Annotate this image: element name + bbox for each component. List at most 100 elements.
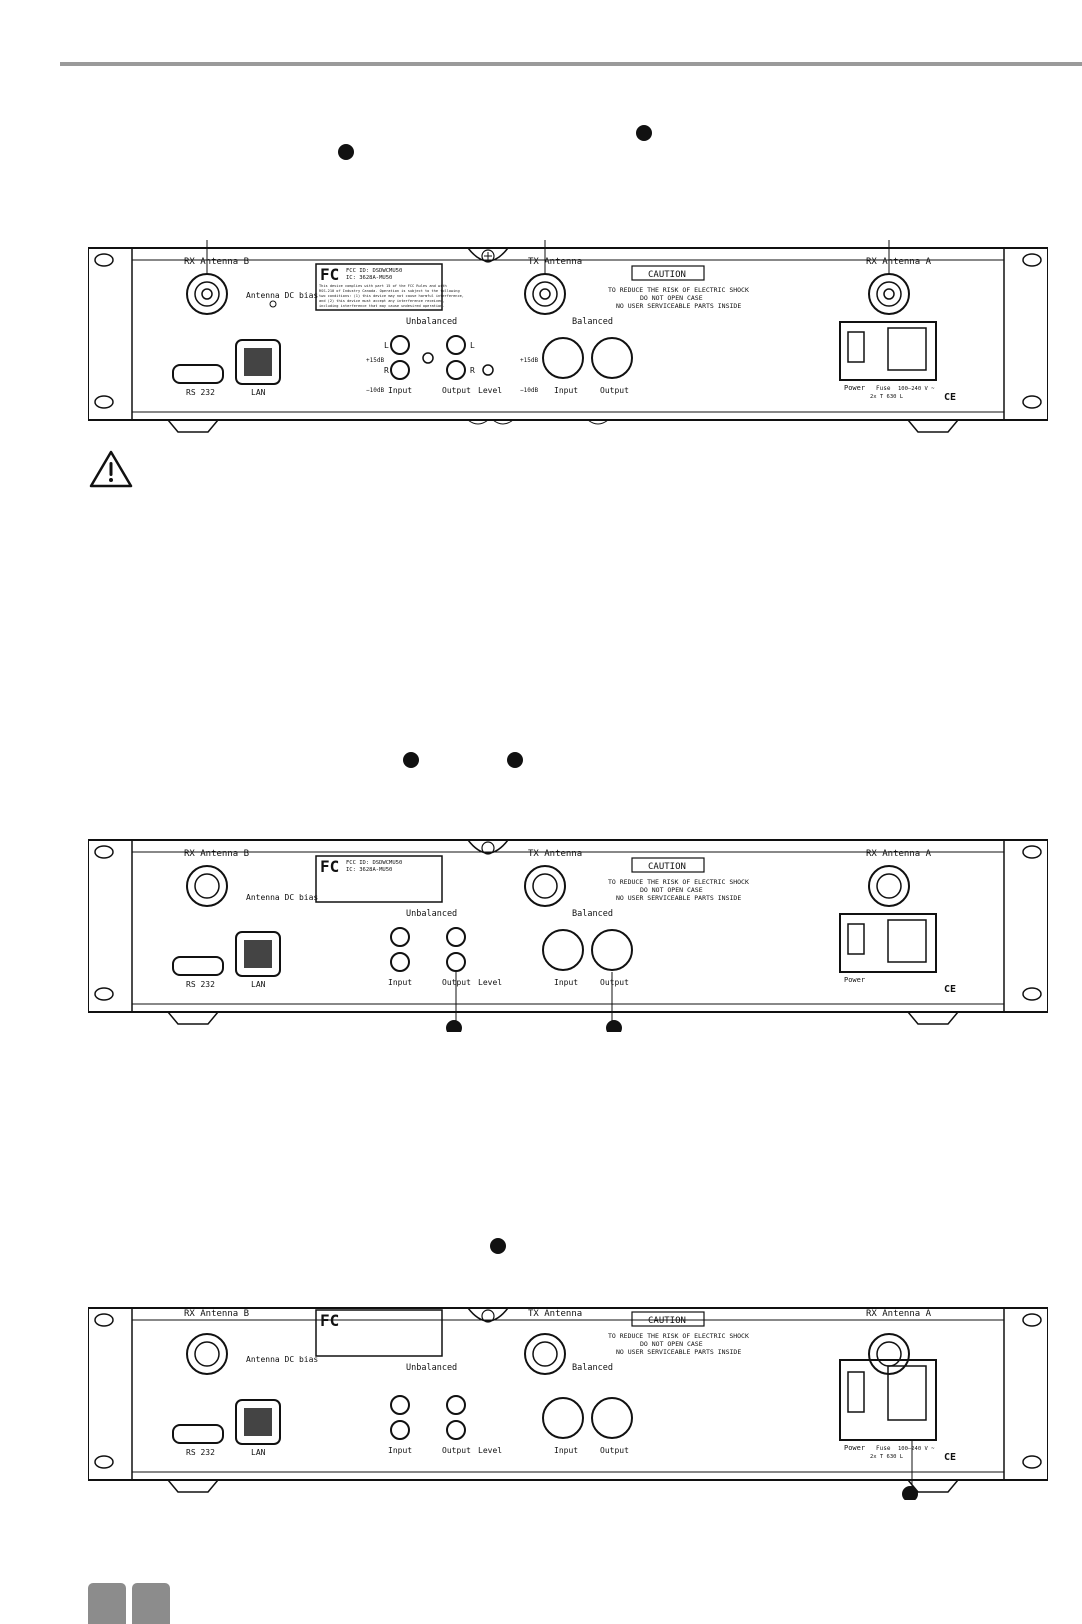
- warning-icon: [89, 450, 133, 488]
- balanced-output-label: Output: [600, 386, 629, 395]
- fcc-text-2: RSS-210 of Industry Canada. Operation is…: [319, 289, 460, 293]
- level-label: Level: [478, 1446, 502, 1455]
- rear-panel-power: RX Antenna B TX Antenna RX Antenna A Ant…: [88, 1300, 1048, 1500]
- unbalanced-output-label: Output: [442, 978, 471, 987]
- rear-panel-antennas: RX Antenna B TX Antenna RX Antenna A Ant…: [88, 240, 1048, 440]
- level-label: Level: [478, 978, 502, 987]
- fcc-logo: FC: [320, 265, 339, 284]
- ce-mark: CE: [944, 984, 956, 995]
- fcc-text-5: including interference that may cause un…: [319, 304, 445, 308]
- rear-panel-outputs: RX Antenna B TX Antenna RX Antenna A Ant…: [88, 832, 1048, 1032]
- caution-line-1: TO REDUCE THE RISK OF ELECTRIC SHOCK: [608, 878, 749, 886]
- balanced-output-label: Output: [600, 978, 629, 987]
- fcc-id: FCC ID: DSDWCMU50: [346, 860, 402, 866]
- tx-antenna-label: TX Antenna: [528, 1309, 582, 1319]
- balanced-label: Balanced: [572, 1363, 613, 1373]
- unbalanced-label: Unbalanced: [406, 1363, 457, 1373]
- balanced-plus15-label: +15dB: [520, 357, 538, 364]
- unbalanced-label: Unbalanced: [406, 909, 457, 919]
- callout-dot: [490, 1238, 506, 1254]
- power-label: Power: [844, 1444, 865, 1452]
- power-label: Power: [844, 384, 865, 392]
- power-label: Power: [844, 976, 865, 984]
- callout-dot: [507, 752, 523, 768]
- page-tab-right: [132, 1583, 170, 1624]
- rx-antenna-a-label: RX Antenna A: [866, 257, 932, 267]
- antenna-dc-bias-label: Antenna DC bias: [246, 291, 318, 300]
- balanced-input-label: Input: [554, 978, 578, 987]
- voltage-label: 100–240 V ~: [898, 386, 935, 392]
- tx-antenna-label: TX Antenna: [528, 257, 582, 267]
- balanced-input-label: Input: [554, 1446, 578, 1455]
- unbalanced-label: Unbalanced: [406, 317, 457, 327]
- unbalanced-input-label: Input: [388, 386, 412, 395]
- level-label: Level: [478, 386, 502, 395]
- caution-line-3: NO USER SERVICEABLE PARTS INSIDE: [616, 1348, 741, 1356]
- ic-id: IC: 3628A-MU50: [346, 275, 392, 281]
- rx-antenna-a-label: RX Antenna A: [866, 849, 932, 859]
- fcc-id: FCC ID: DSDWCMU50: [346, 268, 402, 274]
- rx-antenna-b-label: RX Antenna B: [184, 257, 249, 267]
- caution-line-1: TO REDUCE THE RISK OF ELECTRIC SHOCK: [608, 286, 749, 294]
- caution-line-3: NO USER SERVICEABLE PARTS INSIDE: [616, 302, 741, 310]
- rx-antenna-b-label: RX Antenna B: [184, 849, 249, 859]
- caution-label: CAUTION: [648, 270, 686, 280]
- balanced-input-label: Input: [554, 386, 578, 395]
- left-label: L: [384, 341, 389, 350]
- balanced-minus10-label: −10dB: [520, 387, 538, 394]
- unbalanced-output-label: Output: [442, 386, 471, 395]
- tx-antenna-label: TX Antenna: [528, 849, 582, 859]
- ce-mark: CE: [944, 1452, 956, 1463]
- fuse-label: Fuse: [876, 1445, 891, 1452]
- callout-dot: [902, 1486, 918, 1500]
- callout-dot: [446, 1020, 462, 1032]
- fuse-rating-label: 2x T 630 L: [870, 1454, 904, 1460]
- unbalanced-output-label: Output: [442, 1446, 471, 1455]
- callout-dot: [338, 144, 354, 160]
- caution-line-1: TO REDUCE THE RISK OF ELECTRIC SHOCK: [608, 1332, 749, 1340]
- callout-dot: [606, 1020, 622, 1032]
- caution-line-2: DO NOT OPEN CASE: [640, 886, 703, 894]
- page-tab-left: [88, 1583, 126, 1624]
- rx-antenna-a-label: RX Antenna A: [866, 1309, 932, 1319]
- lan-label: LAN: [251, 388, 266, 397]
- top-rule: [60, 62, 1082, 66]
- ic-id: IC: 3628A-MU50: [346, 867, 392, 873]
- unbalanced-minus10-label: −10dB: [366, 387, 384, 394]
- ce-mark: CE: [944, 392, 956, 403]
- unbalanced-input-label: Input: [388, 1446, 412, 1455]
- caution-label: CAUTION: [648, 1316, 686, 1326]
- rs232-label: RS 232: [186, 388, 215, 397]
- antenna-dc-bias-label: Antenna DC bias: [246, 893, 318, 902]
- lan-label: LAN: [251, 1448, 266, 1457]
- rear-panel-drawing: RX Antenna B TX Antenna RX Antenna A Ant…: [88, 240, 1048, 433]
- balanced-output-label: Output: [600, 1446, 629, 1455]
- rear-panel-drawing: RX Antenna B TX Antenna RX Antenna A Ant…: [88, 1307, 1048, 1500]
- rx-antenna-b-label: RX Antenna B: [184, 1309, 249, 1319]
- callout-dot: [403, 752, 419, 768]
- caution-line-2: DO NOT OPEN CASE: [640, 1340, 703, 1348]
- left-output-label: L: [470, 341, 475, 350]
- unbalanced-input-label: Input: [388, 978, 412, 987]
- caution-line-2: DO NOT OPEN CASE: [640, 294, 703, 302]
- caution-line-3: NO USER SERVICEABLE PARTS INSIDE: [616, 894, 741, 902]
- fcc-logo: FC: [320, 1311, 339, 1330]
- rs232-label: RS 232: [186, 980, 215, 989]
- voltage-label: 100–240 V ~: [898, 1446, 935, 1452]
- caution-label: CAUTION: [648, 862, 686, 872]
- right-output-label: R: [470, 366, 475, 375]
- balanced-label: Balanced: [572, 317, 613, 327]
- callout-dot: [636, 125, 652, 141]
- fcc-text-1: This device complies with part 15 of the…: [319, 284, 447, 288]
- rs232-label: RS 232: [186, 1448, 215, 1457]
- antenna-dc-bias-label: Antenna DC bias: [246, 1355, 318, 1364]
- fcc-text-4: and (2) this device must accept any inte…: [319, 299, 445, 303]
- fuse-rating-label: 2x T 630 L: [870, 394, 904, 400]
- rear-panel-drawing: RX Antenna B TX Antenna RX Antenna A Ant…: [88, 839, 1048, 1032]
- lan-label: LAN: [251, 980, 266, 989]
- fuse-label: Fuse: [876, 385, 891, 392]
- fcc-text-3: two conditions: (1) this device may not …: [319, 294, 464, 298]
- balanced-label: Balanced: [572, 909, 613, 919]
- fcc-logo: FC: [320, 857, 339, 876]
- unbalanced-plus15-label: +15dB: [366, 357, 384, 364]
